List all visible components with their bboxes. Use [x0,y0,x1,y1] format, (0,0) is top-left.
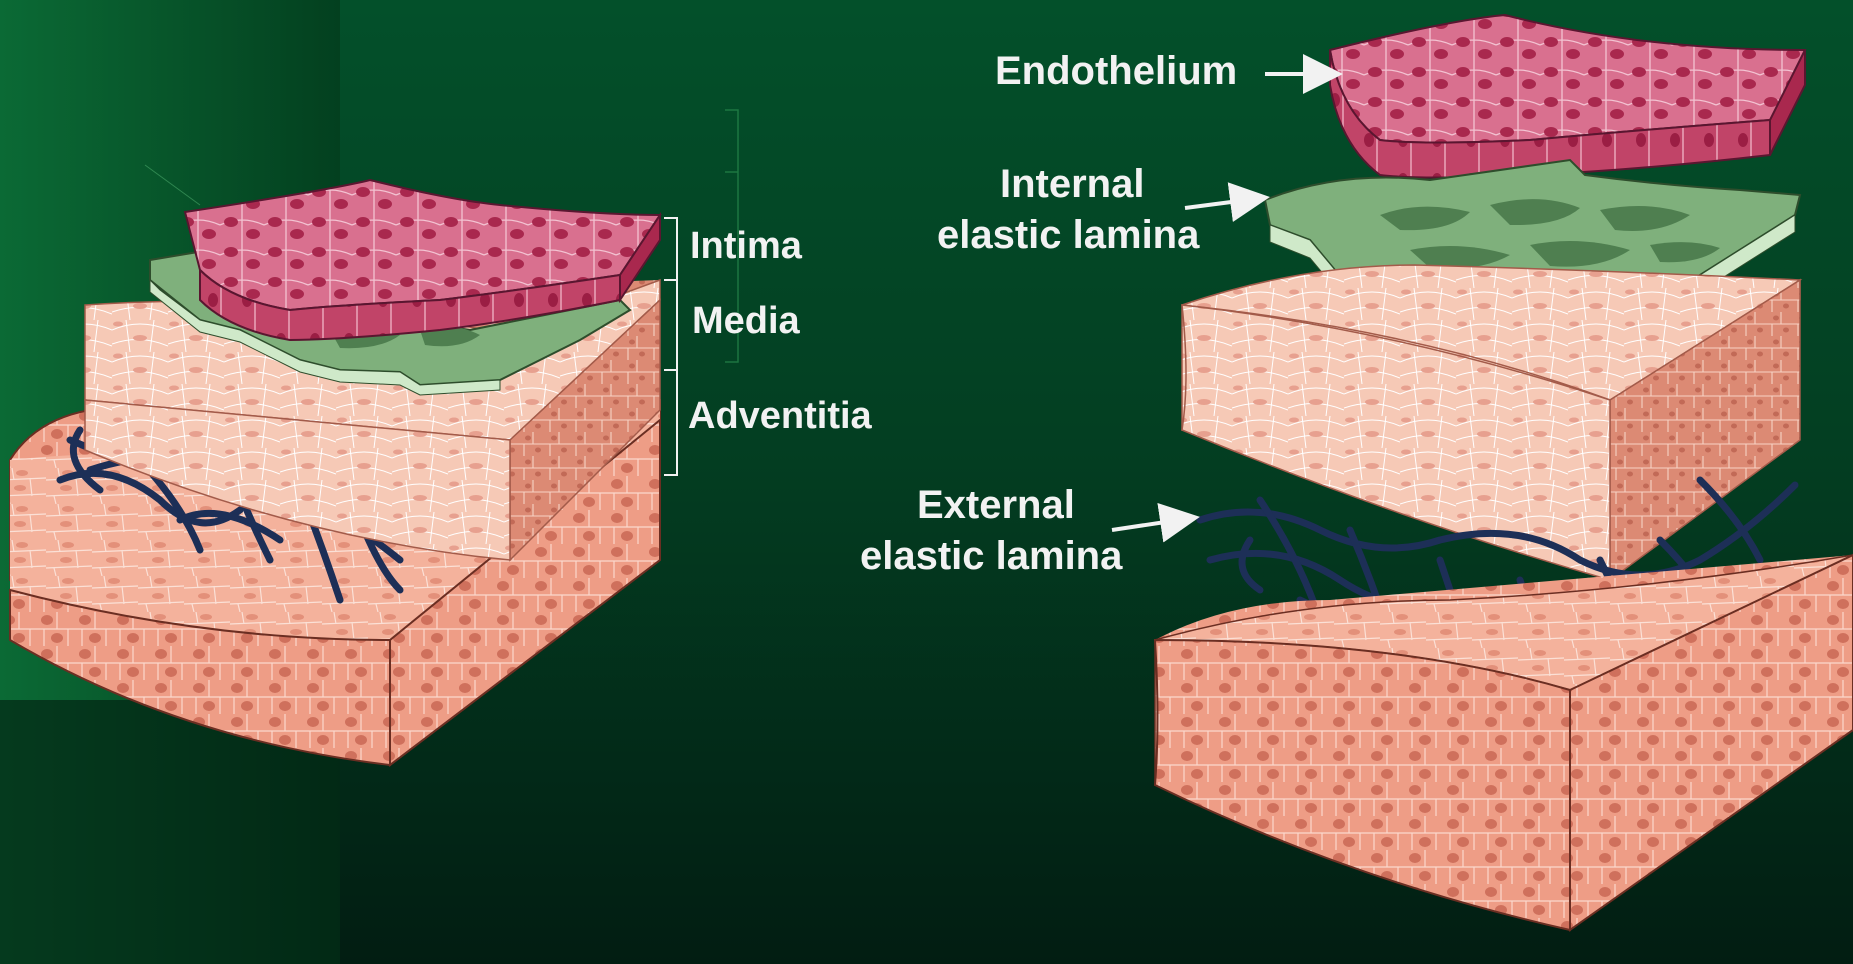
arrow-internal [1185,198,1262,208]
adventitia-bracket [664,370,677,475]
label-external-line2: elastic lamina [860,534,1123,578]
label-endothelium: Endothelium [995,49,1237,93]
label-internal-line2: elastic lamina [937,213,1200,257]
media-bracket [664,280,677,370]
layer-brackets [664,218,677,475]
label-internal-line1: Internal [1000,162,1144,206]
arrow-external [1112,518,1192,530]
right-adventitia-block [1155,555,1853,930]
intima-bracket [664,218,677,280]
label-intima: Intima [690,225,803,267]
right-exploded-stack: Endothelium Internal elastic lamina Exte… [860,15,1853,930]
label-external-line1: External [917,483,1075,527]
right-endothelium [1330,15,1805,178]
label-adventitia: Adventitia [688,395,873,437]
label-media: Media [692,300,801,342]
